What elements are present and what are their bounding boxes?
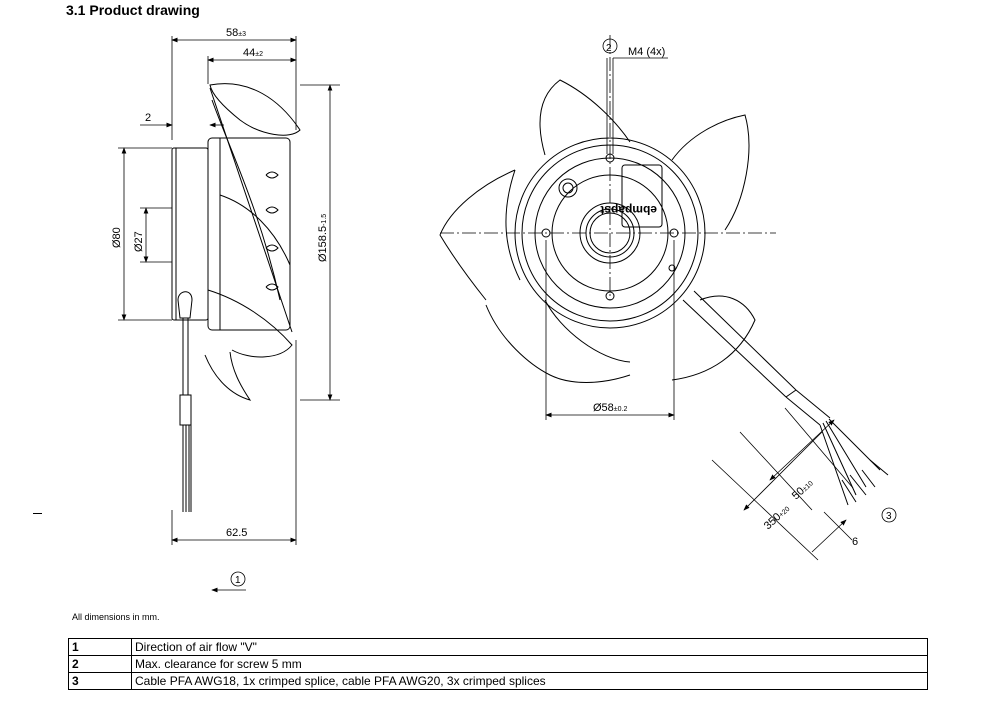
dim-6-text: 6 [852,536,858,548]
dim-44-text: 44±2 [243,47,263,59]
table-row: 3 Cable PFA AWG18, 1x crimped splice, ca… [68,672,928,690]
dim-58-front-text: Ø58±0.2 [593,402,627,414]
dim-62-text: 62.5 [226,527,247,539]
dim-158-text: Ø158.5-1.5 [317,214,329,262]
legend-num: 3 [68,672,132,690]
legend-num: 2 [68,655,132,673]
callout-1: 1 [235,575,241,586]
front-dimensions [440,35,897,561]
callout-2: 2 [606,43,612,54]
screw-label: M4 (4x) [628,46,665,58]
front-view [439,79,889,506]
legend-text: Cable PFA AWG18, 1x crimped splice, cabl… [131,672,928,690]
impeller-blades-side [204,83,301,401]
dim-80-text: Ø80 [111,227,123,248]
front-label-text: ebmpapst [600,203,657,217]
cable-front [682,290,889,506]
side-dimensions [118,36,340,593]
table-row: 1 Direction of air flow "V" [68,638,928,656]
page-title: 3.1 Product drawing [66,2,200,18]
legend-text: Direction of air flow "V" [131,638,928,656]
dim-2-text: 2 [145,112,151,124]
dim-27-text: Ø27 [133,231,145,252]
legend-num: 1 [68,638,132,656]
legend-text: Max. clearance for screw 5 mm [131,655,928,673]
dim-58-text: 58±3 [226,27,246,39]
legend-table: 1 Direction of air flow "V" 2 Max. clear… [68,638,928,690]
impeller-blades-front [439,79,756,383]
margin-mark [33,513,42,514]
dim-350-text: 350+20 [762,503,792,532]
motor-hub [207,137,291,331]
front-dimension-texts: 2 M4 (4x) Ø58±0.2 50±10 350+20 6 3 [593,43,892,548]
dimensions-note: All dimensions in mm. [72,612,160,622]
side-dimension-texts: 58±3 44±2 2 Ø80 Ø27 Ø158.5-1.5 62.5 1 [111,27,329,586]
callout-3: 3 [886,511,892,522]
hub-slots [265,171,279,291]
side-view [171,83,301,512]
svg-text:ebmpapst: ebmpapst [600,203,657,217]
cable-side [177,291,193,512]
table-row: 2 Max. clearance for screw 5 mm [68,655,928,673]
dim-50-text: 50±10 [790,477,816,502]
